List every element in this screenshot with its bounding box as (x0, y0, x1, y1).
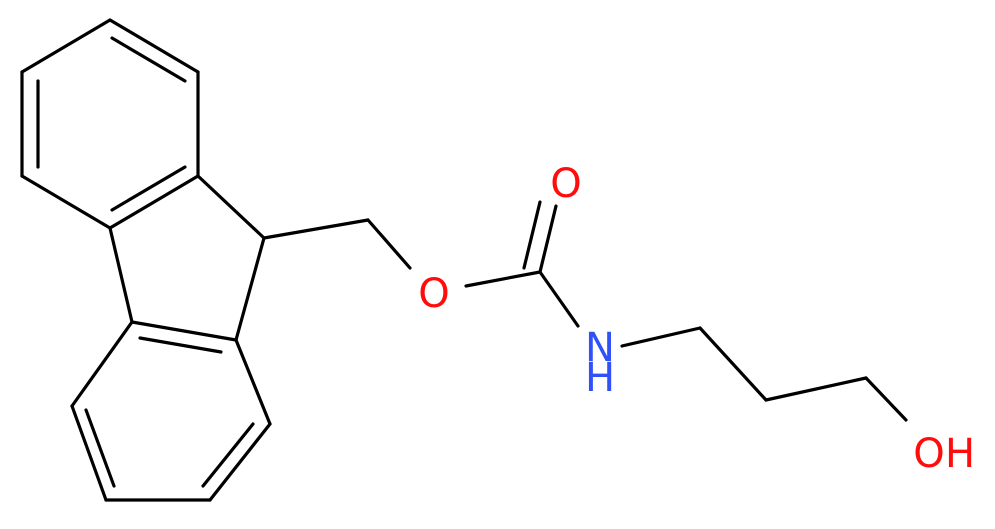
hydroxyl-oxygen-label: O (913, 431, 944, 477)
bond-ch2-oh (864, 376, 908, 422)
bond-carbonyl-c-n (538, 270, 580, 328)
bond-ch-ch2 (262, 218, 370, 240)
bond-lower-ring-5 (70, 404, 108, 502)
bond-lower-ring-5-inner (84, 408, 116, 488)
bond-ch2-ch2 (698, 326, 768, 402)
hydroxyl-hydrogen-label: H (945, 431, 975, 477)
bond-lower-ring-6 (70, 320, 134, 408)
bond-ch2-ch2-b (764, 376, 868, 402)
amide-hydrogen-label: H (585, 355, 615, 401)
bond-upper-ring-4 (20, 174, 112, 230)
bond-biaryl (108, 226, 134, 324)
carbonyl-oxygen-label: O (550, 161, 581, 207)
bond-lower-ring-3-inner (201, 422, 255, 488)
bond-carbonyl-double-b (522, 200, 542, 270)
bond-upper-ring-3 (108, 174, 200, 230)
bond-lower-ring-1-inner (138, 336, 223, 354)
bond-upper-ring-1 (108, 18, 200, 74)
bond-carbonyl-double-a (538, 204, 558, 274)
bond-ch-lower (234, 236, 266, 342)
bond-lower-ring-1 (130, 320, 238, 342)
atom-labels: O O N H O H (418, 161, 975, 477)
bond-group (20, 18, 908, 502)
bond-ch2-o (366, 218, 412, 270)
bond-n-ch2 (620, 326, 702, 348)
amide-nitrogen-label: N (585, 325, 615, 371)
bond-upper-ring-6 (20, 18, 112, 74)
bond-ch-upper (196, 174, 266, 240)
bond-upper-ring-3-inner (110, 165, 187, 212)
bond-o-carbonyl-c (464, 270, 542, 288)
bond-lower-ring-2 (234, 338, 272, 426)
bond-upper-ring-1-inner (110, 36, 187, 83)
bond-lower-ring-3 (208, 422, 272, 502)
ester-oxygen-label: O (418, 271, 449, 317)
